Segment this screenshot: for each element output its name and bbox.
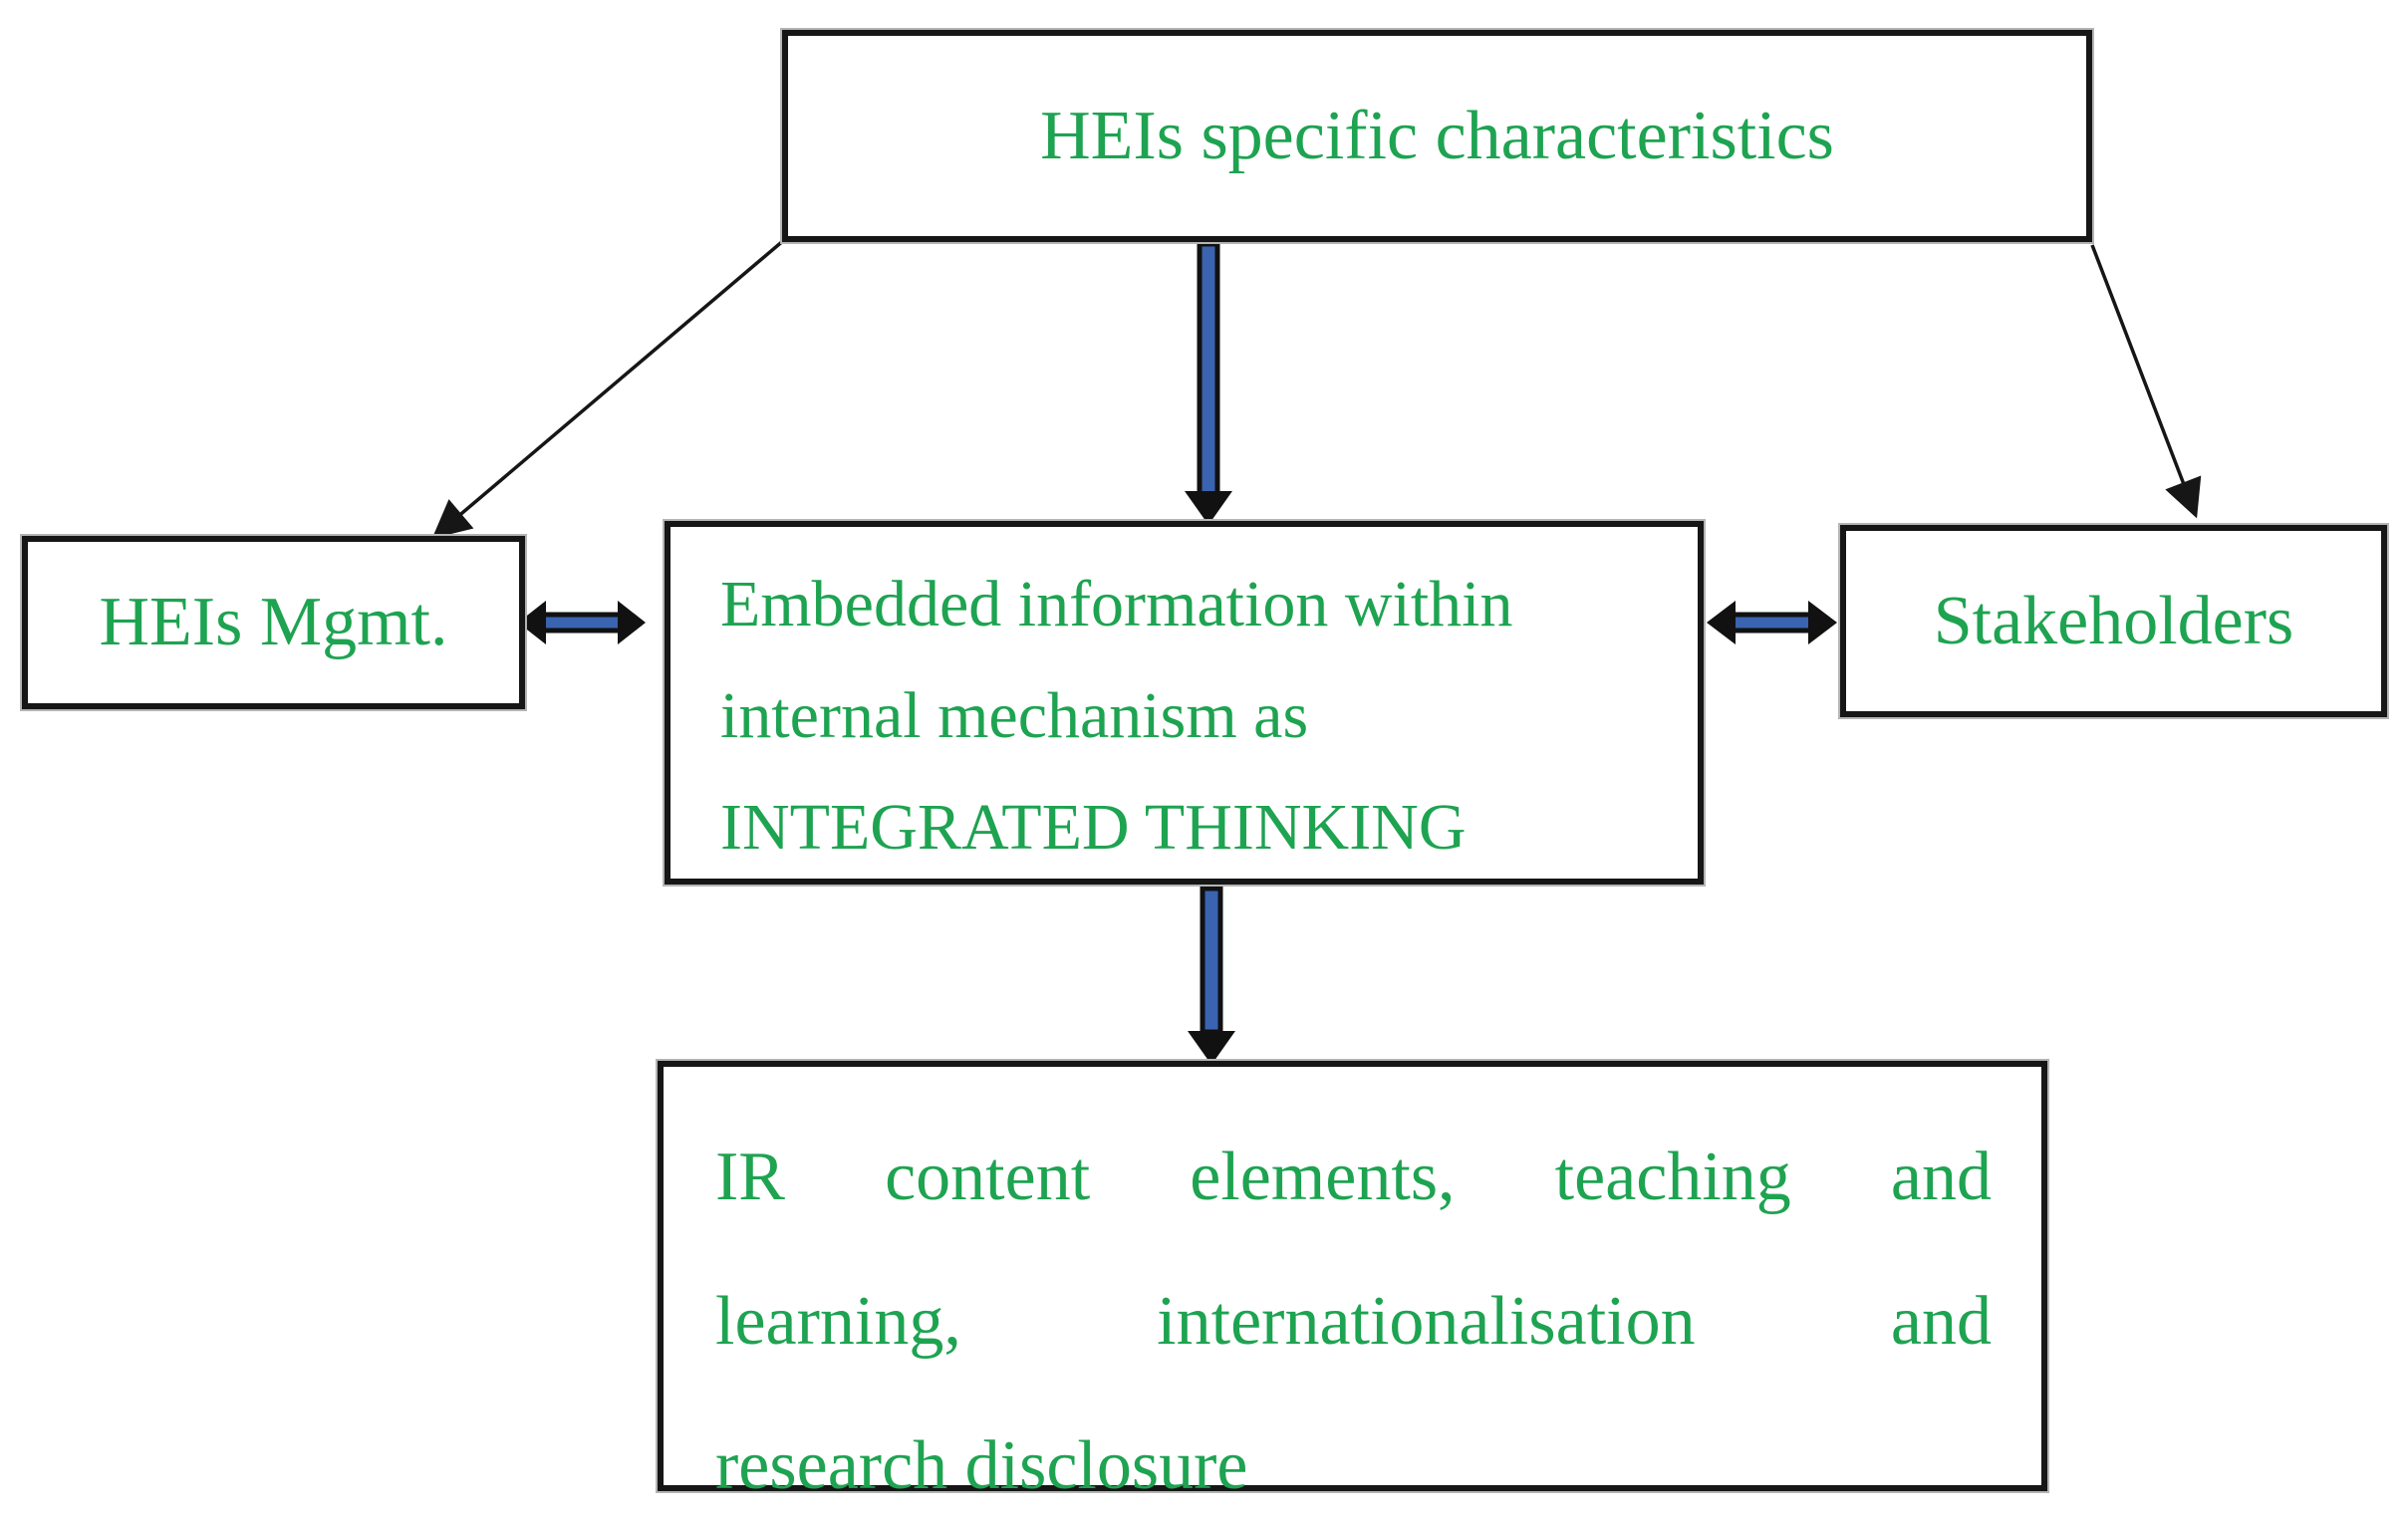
- bottom-line-3: research disclosure: [715, 1427, 1248, 1504]
- arrow-top-to-mgmt: [431, 238, 786, 539]
- word: teaching: [1554, 1139, 1791, 1215]
- arrow-top-to-center-icon: [1185, 242, 1232, 525]
- top-box-label: HEIs specific characteristics: [1040, 97, 1834, 174]
- integrated-thinking-text: Embedded information within internal mec…: [670, 527, 1698, 884]
- arrow-center-stakeholders-icon: [1707, 601, 1837, 644]
- stakeholders-label: Stakeholders: [1933, 582, 2294, 659]
- word: and: [1890, 1139, 1992, 1215]
- integrated-thinking-box: Embedded information within internal mec…: [665, 521, 1704, 885]
- heis-mgmt-box: HEIs Mgmt.: [22, 536, 525, 709]
- word: internationalisation: [1157, 1283, 1696, 1360]
- top-box-heis-characteristics: HEIs specific characteristics: [782, 30, 2092, 242]
- word: and: [1890, 1283, 1992, 1360]
- center-line-1: Embedded information within: [720, 568, 1513, 640]
- stakeholders-box: Stakeholders: [1840, 525, 2387, 717]
- heis-mgmt-label: HEIs Mgmt.: [99, 584, 448, 660]
- word: learning,: [715, 1283, 961, 1360]
- ir-content-text: IR content elements, teaching and learni…: [664, 1067, 2041, 1529]
- arrow-mgmt-center-icon: [518, 601, 646, 644]
- bottom-line-2: learning, internationalisation and: [715, 1249, 1992, 1394]
- word: IR: [715, 1139, 785, 1215]
- center-line-3: INTEGRATED THINKING: [720, 791, 1467, 864]
- ir-content-box: IR content elements, teaching and learni…: [658, 1061, 2047, 1504]
- bottom-line-1: IR content elements, teaching and: [715, 1105, 1992, 1249]
- center-line-2: internal mechanism as: [720, 679, 1309, 752]
- word: elements,: [1190, 1139, 1456, 1215]
- word: content: [885, 1139, 1091, 1215]
- arrow-top-to-stakeholders: [2090, 244, 2202, 519]
- arrow-center-to-bottom-icon: [1188, 887, 1235, 1065]
